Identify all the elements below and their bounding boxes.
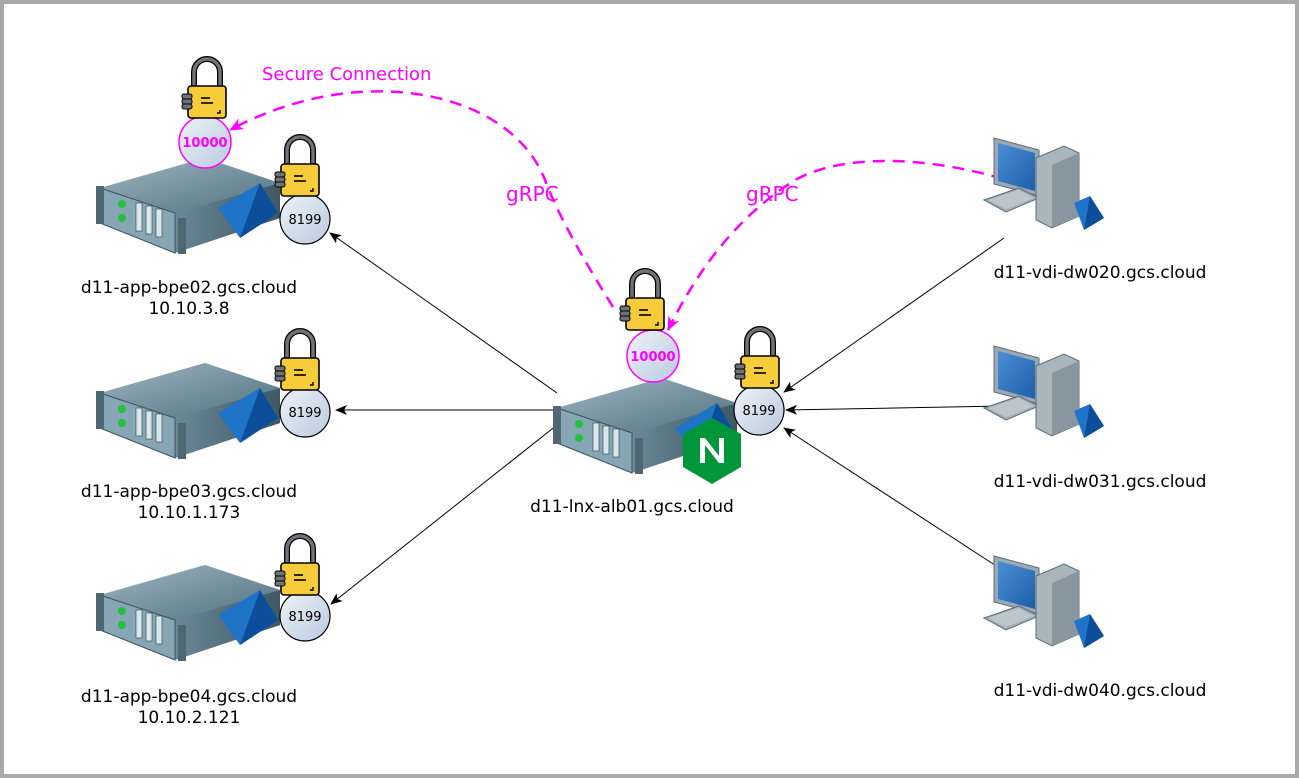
port-label-bpe03: 8199 — [288, 406, 321, 421]
hostname: d11-vdi-dw020.gcs.cloud — [993, 263, 1207, 283]
edge-label-secure-connection: Secure Connection — [262, 64, 432, 85]
lock-icon-alb — [735, 329, 779, 388]
computer-icon-dw040 — [983, 555, 1105, 649]
node-label-bpe02: d11-app-bpe02.gcs.cloud 10.10.3.8 — [81, 278, 297, 320]
link-alb-bpe02 — [329, 232, 558, 394]
node-label-bpe03: d11-app-bpe03.gcs.cloud 10.10.1.173 — [81, 482, 297, 524]
server-icon-bpe02 — [95, 157, 281, 255]
node-label-dw031: d11-vdi-dw031.gcs.cloud — [994, 472, 1207, 493]
hostname: d11-vdi-dw031.gcs.cloud — [993, 472, 1207, 492]
node-label-alb01: d11-lnx-alb01.gcs.cloud — [530, 497, 734, 518]
edge-label-grpc-right: gRPC — [746, 182, 799, 206]
port-label-alb-secure: 10000 — [630, 350, 675, 365]
lock-icon-alb-secure — [620, 271, 664, 330]
link-dw020-alb — [783, 237, 1005, 393]
port-label-bpe04: 8199 — [288, 610, 321, 625]
node-label-dw040: d11-vdi-dw040.gcs.cloud — [994, 681, 1207, 702]
port-label-alb: 8199 — [742, 404, 775, 419]
server-icon-bpe03 — [95, 362, 281, 460]
ip-address: 10.10.1.173 — [137, 503, 241, 523]
hostname: d11-app-bpe03.gcs.cloud — [80, 482, 298, 502]
hostname: d11-vdi-dw040.gcs.cloud — [993, 681, 1207, 701]
lock-icon-bpe02 — [275, 137, 319, 196]
computer-icon-dw031 — [983, 345, 1105, 439]
lock-icon-bpe02-secure — [182, 59, 226, 118]
node-label-bpe04: d11-app-bpe04.gcs.cloud 10.10.2.121 — [81, 687, 297, 729]
lock-icon-bpe04 — [275, 536, 319, 595]
diagram-svg: 10000 8199 8199 8199 10000 8199 — [95, 4, 1105, 662]
link-dw040-alb — [783, 427, 1005, 572]
hostname: d11-lnx-alb01.gcs.cloud — [530, 497, 734, 517]
computer-icon-dw020 — [983, 137, 1105, 231]
node-label-dw020: d11-vdi-dw020.gcs.cloud — [994, 263, 1207, 284]
link-dw031-alb — [785, 404, 1003, 415]
secure-connection-curve — [229, 90, 615, 308]
diagram-canvas: 10000 8199 8199 8199 10000 8199 Secure C… — [4, 4, 1295, 774]
nginx-icon — [683, 418, 741, 484]
grpc-client-curve — [666, 159, 1004, 331]
hostname: d11-app-bpe02.gcs.cloud — [80, 278, 298, 298]
server-icon-bpe04 — [95, 564, 281, 662]
ip-address: 10.10.2.121 — [137, 708, 241, 728]
port-label-bpe02-secure: 10000 — [182, 136, 227, 151]
port-label-bpe02: 8199 — [288, 213, 321, 228]
hostname: d11-app-bpe04.gcs.cloud — [80, 687, 298, 707]
lock-icon-bpe03 — [275, 331, 319, 390]
ip-address: 10.10.3.8 — [148, 299, 230, 319]
link-alb-bpe04 — [330, 424, 558, 605]
edge-label-grpc-left: gRPC — [506, 182, 559, 206]
